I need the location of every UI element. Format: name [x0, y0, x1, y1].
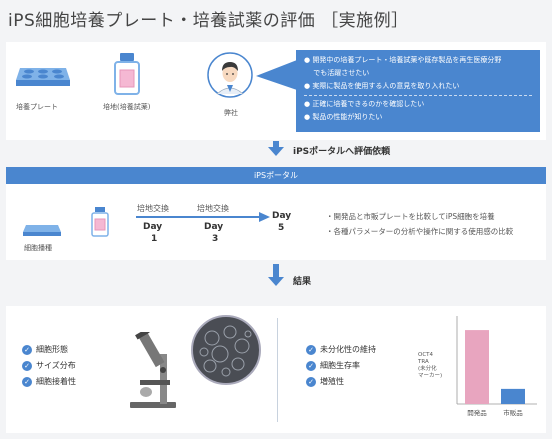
request-label: iPSポータルへ評価依頼 — [293, 147, 391, 157]
chart-bar-2 — [501, 388, 525, 404]
results-panel — [6, 306, 546, 433]
chart-legend-line: OCT4 — [418, 352, 434, 358]
callout-line: でも活躍させたい — [304, 69, 370, 77]
chart-legend: OCT4 TRA (未分化 マーカー) — [418, 352, 442, 380]
cells-magnified-image — [191, 315, 261, 385]
results-right-list: ✓未分化性の維持 ✓細胞生存率 ✓増殖性 — [306, 344, 376, 387]
chart-legend-line: TRA — [418, 359, 429, 365]
plate-label: 培養プレート — [16, 103, 58, 111]
day3-number: 3 — [212, 234, 219, 244]
result-item: ✓細胞接着性 — [22, 376, 76, 387]
check-icon: ✓ — [306, 344, 316, 355]
result-item: ✓細胞生存率 — [306, 360, 376, 371]
page-title: iPS細胞培養プレート・培養試薬の評価 ［実施例］ — [8, 11, 409, 31]
results-divider — [277, 318, 278, 422]
results-left-list: ✓細胞形態 ✓サイズ分布 ✓細胞接着性 — [22, 344, 76, 387]
check-icon: ✓ — [22, 376, 32, 387]
day5-number: 5 — [278, 223, 285, 233]
day5-word: Day — [272, 211, 292, 221]
callout-line: ● 実際に製品を使用する人の意見を取り入れたい — [304, 82, 460, 90]
down-arrow-icon — [268, 147, 284, 156]
day3-word: Day — [204, 222, 224, 232]
result-label: 結果 — [293, 277, 312, 287]
process-note: ・各種パラメーターの分析や操作に関する使用感の比較 — [326, 227, 514, 236]
cell-plate-icon — [23, 225, 61, 236]
down-arrow-shaft — [273, 141, 279, 147]
chart-legend-line: (未分化 — [418, 366, 437, 372]
result-item: ✓細胞形態 — [22, 344, 76, 355]
microscope-icon — [130, 332, 176, 408]
callout-pointer — [256, 60, 297, 90]
callout-line: ● 正確に培養できるのかを確認したい — [304, 100, 425, 108]
chart-legend-line: マーカー) — [418, 373, 443, 379]
day1-word: Day — [143, 222, 163, 232]
reagent-bottle-icon — [114, 53, 140, 95]
result-bar-chart: 開発品 市販品 — [456, 316, 537, 417]
person-avatar-icon — [207, 52, 253, 98]
down-arrow-shaft — [273, 264, 279, 277]
cells-label: 細胞播種 — [24, 244, 52, 252]
callout-divider — [304, 95, 532, 96]
culture-plate-icon — [16, 68, 70, 86]
result-item: ✓増殖性 — [306, 376, 376, 387]
reagent-label: 培地(培養試薬) — [103, 103, 151, 111]
medium-exchange-label: 培地交換 — [197, 204, 229, 213]
person-label: 弊社 — [224, 109, 238, 117]
chart-category-label: 開発品 — [467, 408, 487, 417]
day1-number: 1 — [151, 234, 158, 244]
result-item: ✓未分化性の維持 — [306, 344, 376, 355]
check-icon: ✓ — [306, 360, 316, 371]
down-arrow-icon — [268, 277, 284, 286]
callout-box: ● 開発中の培養プレート・培養試薬や既存製品を再生医療分野 でも活躍させたい ●… — [296, 50, 540, 132]
callout-line: ● 開発中の培養プレート・培養試薬や既存製品を再生医療分野 — [304, 56, 502, 64]
medium-exchange-label: 培地交換 — [137, 204, 169, 213]
process-note: ・開発品と市販プレートを比較してiPS細胞を培養 — [326, 212, 495, 221]
chart-bar-1 — [465, 330, 489, 404]
check-icon: ✓ — [306, 376, 316, 387]
chart-category-label: 市販品 — [503, 408, 523, 417]
portal-bar: iPSポータル — [6, 167, 546, 184]
check-icon: ✓ — [22, 360, 32, 371]
result-item: ✓サイズ分布 — [22, 360, 76, 371]
small-bottle-icon — [91, 207, 109, 237]
callout-line: ● 製品の性能が知りたい — [304, 113, 383, 121]
timeline-arrow — [136, 212, 270, 222]
check-icon: ✓ — [22, 344, 32, 355]
